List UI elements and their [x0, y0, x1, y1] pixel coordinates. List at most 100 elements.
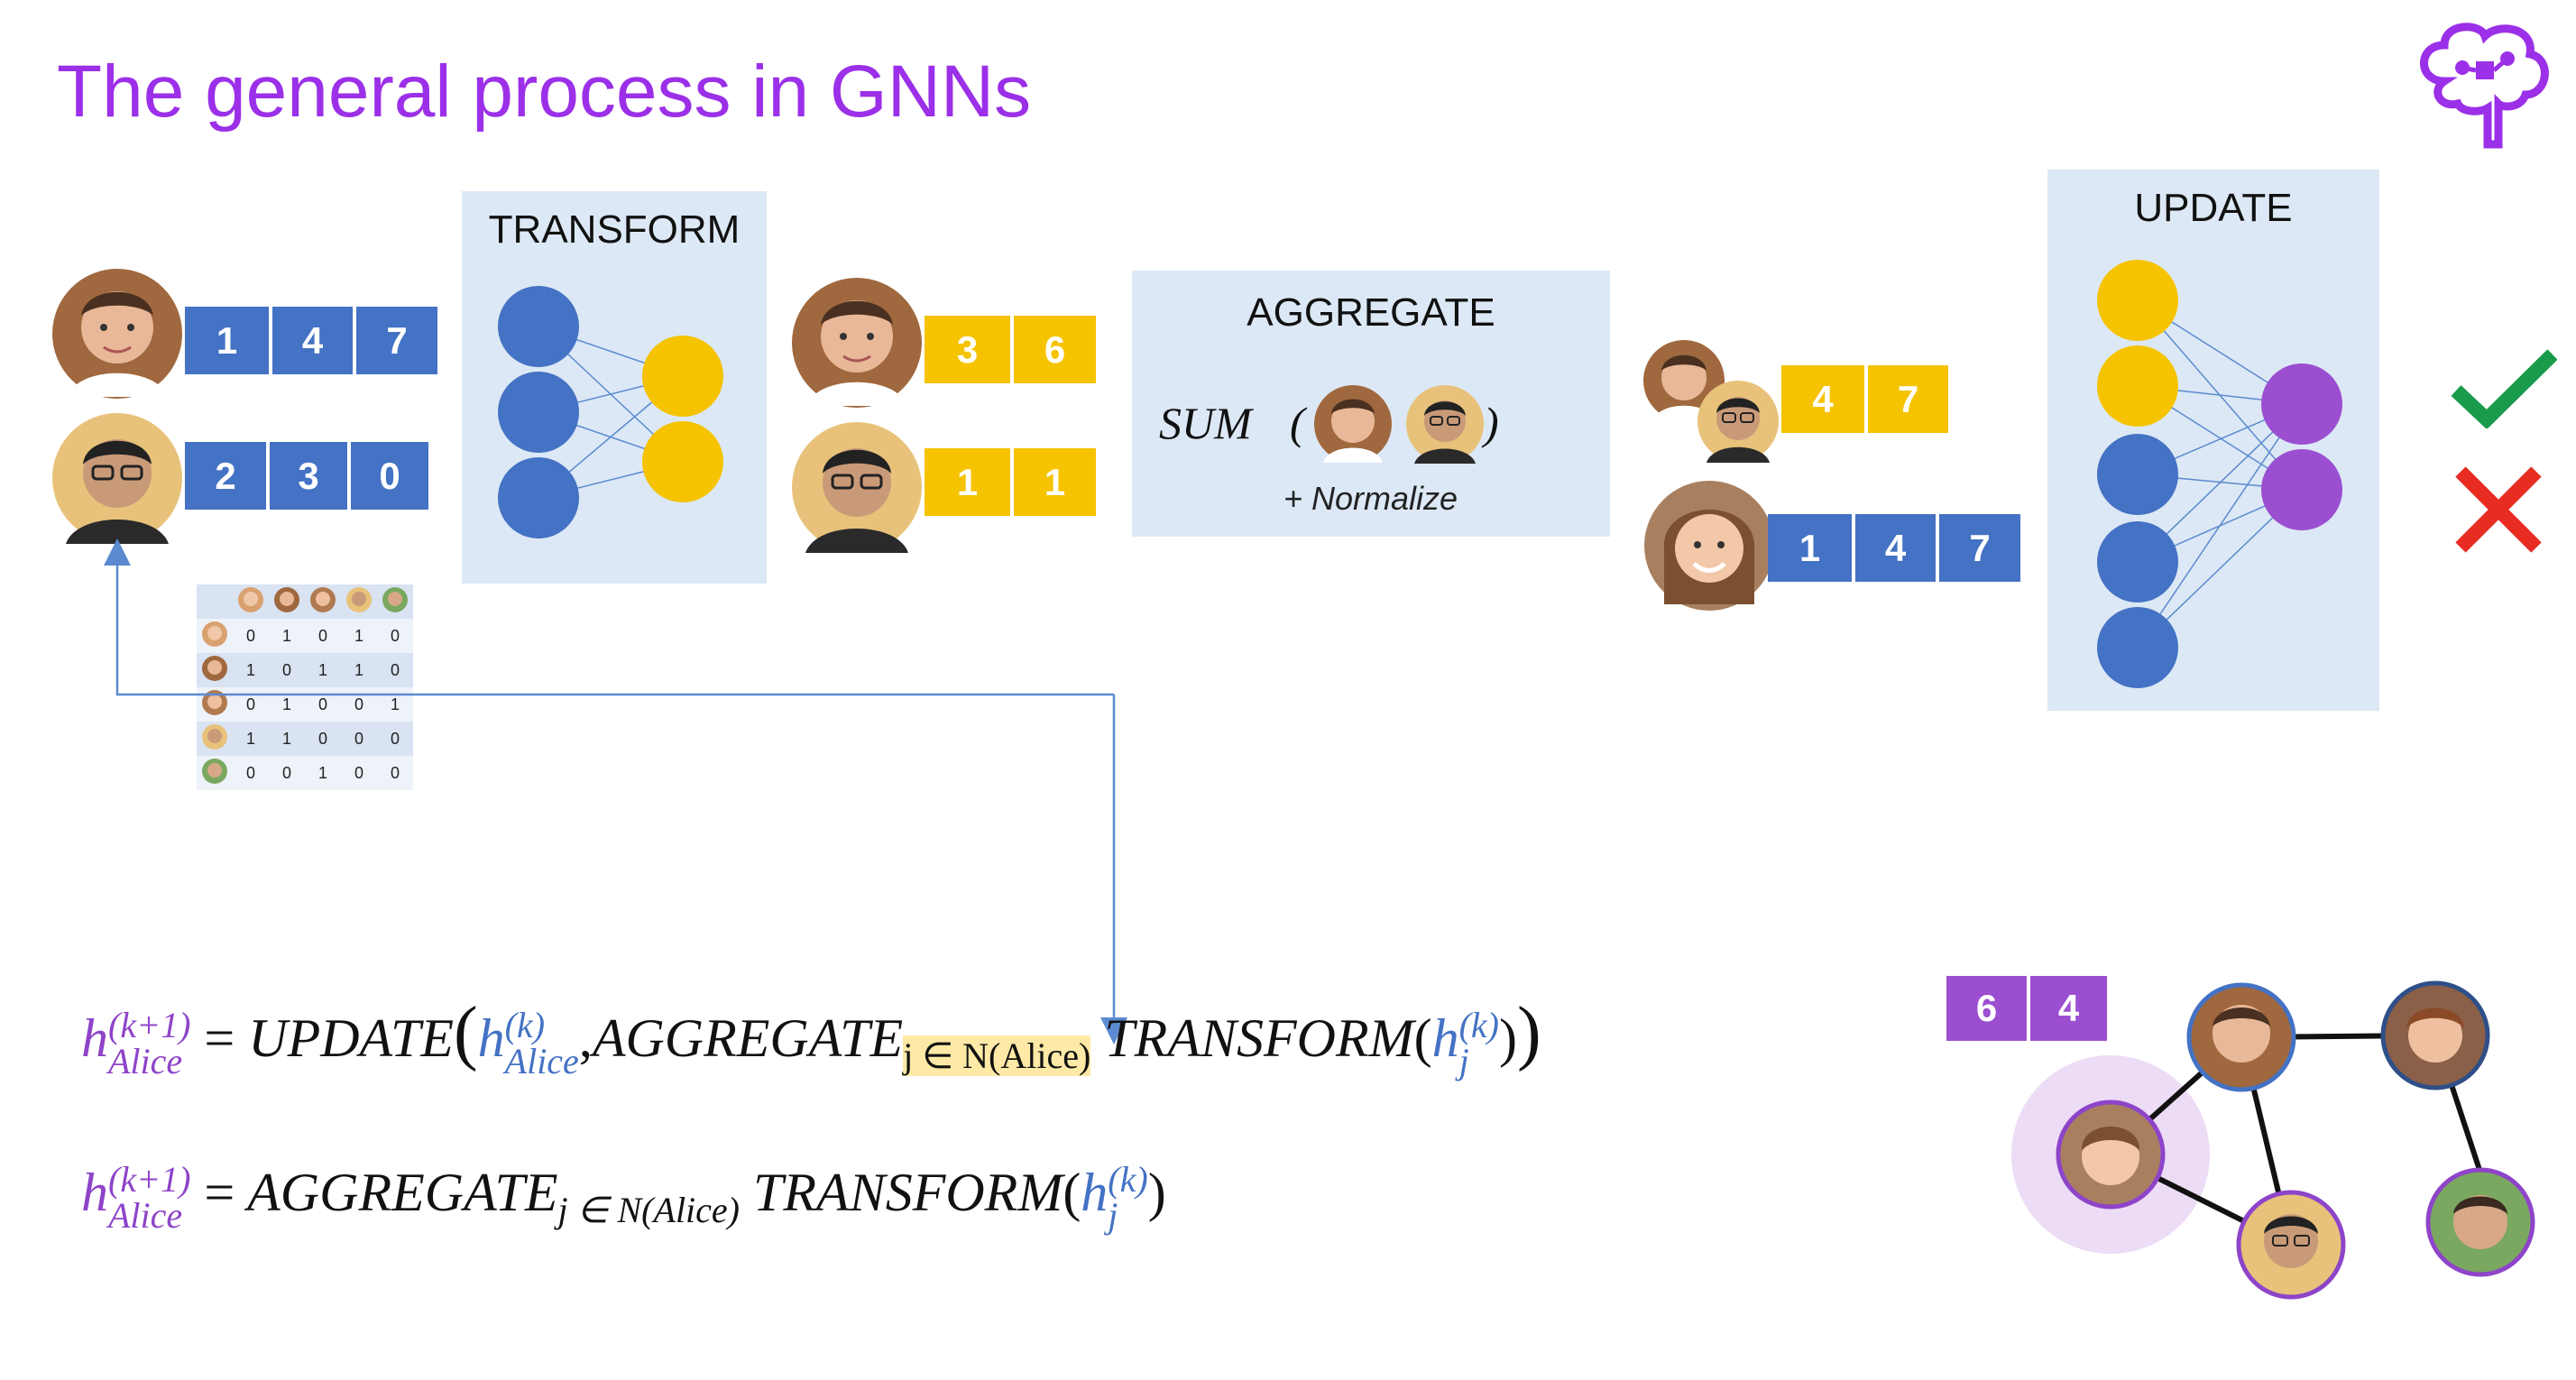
graph-node-asian-man: [2236, 1190, 2346, 1300]
eq-neighbourhood-highlight: j ∈ N(Alice): [903, 1035, 1091, 1076]
matrix-cell: 0: [377, 653, 413, 687]
matrix-cell: 0: [341, 722, 377, 756]
brain-logo-icon: [2420, 23, 2549, 149]
vector-cell: 7: [1936, 514, 2020, 582]
matrix-corner: [197, 584, 233, 619]
eq2-hj: h: [1081, 1163, 1109, 1222]
vector-cell: 1: [1768, 514, 1852, 582]
avatar-alice-mini: [238, 586, 263, 612]
matrix-cell: 0: [305, 722, 341, 756]
matrix-cell: 1: [341, 619, 377, 653]
transform-network: [498, 286, 723, 538]
transformed-vector-man: 3 6: [925, 316, 1096, 383]
eq-lhs-sup: (k+1): [108, 1005, 191, 1046]
vector-cell: 1: [1010, 448, 1096, 516]
sum-label: SUM: [1159, 398, 1252, 448]
aggregate-label: AGGREGATE: [1247, 290, 1495, 335]
avatar-alice-mini: [202, 621, 227, 647]
normalize-label: + Normalize: [1283, 480, 1458, 517]
eq2-hj-sub: j: [1108, 1195, 1118, 1237]
equation-update: h(k+1)Alice = UPDATE(h(k)Alice,AGGREGATE…: [81, 993, 1541, 1082]
vector-cell: 7: [1864, 365, 1948, 433]
vector-cell: 4: [2027, 976, 2107, 1041]
avatar-man-mini: [202, 655, 227, 681]
matrix-cell: 0: [233, 619, 269, 653]
matrix-cell: 1: [269, 722, 305, 756]
input-neuron: [498, 372, 579, 453]
eq-hj-sup: (k): [1458, 1005, 1500, 1046]
matrix-cell: 0: [269, 756, 305, 790]
aggregate-panel: AGGREGATE SUM ( ) + Normalize: [1132, 271, 1610, 537]
matrix-cell: 0: [377, 756, 413, 790]
vector-cell: 6: [1010, 316, 1096, 383]
matrix-cell: 0: [341, 756, 377, 790]
avatar-young-man-mini: [202, 758, 227, 784]
input-neuron: [2097, 434, 2178, 515]
transform-panel: TRANSFORM: [462, 191, 767, 584]
graph-network: [2011, 980, 2535, 1300]
graph-node-young-man: [2425, 1167, 2535, 1277]
output-neuron: [2261, 363, 2342, 445]
update-panel: UPDATE: [2047, 170, 2379, 711]
vector-cell: 4: [1781, 365, 1864, 433]
avatar-young-man-mini: [382, 586, 408, 612]
matrix-cell: 0: [269, 653, 305, 687]
page-title: The general process in GNNs: [57, 51, 1032, 133]
graph-result-vector: 6 4: [1946, 976, 2107, 1041]
eq2-neighbourhood: j ∈ N(Alice): [557, 1190, 740, 1230]
graph-node-man: [2186, 982, 2296, 1092]
avatar-asian-mini: [346, 586, 372, 612]
eq-hj: h: [1431, 1008, 1459, 1068]
equation-aggregate: h(k+1)Alice = AGGREGATEj ∈ N(Alice) TRAN…: [81, 1159, 1166, 1237]
avatar-asian-man: [52, 413, 182, 544]
vector-cell: 2: [185, 442, 266, 510]
matrix-cell: 0: [233, 687, 269, 722]
eq2-lhs-sup: (k+1): [108, 1159, 191, 1201]
avatar-asian-mini: [202, 723, 227, 750]
output-neuron: [642, 421, 723, 502]
vector-cell: 6: [1946, 976, 2027, 1041]
matrix-cell: 1: [269, 619, 305, 653]
avatar-woman-mini: [202, 689, 227, 715]
vector-cell: 1: [925, 448, 1010, 516]
eq-transform: TRANSFORM: [1104, 1008, 1414, 1068]
input-neuron: [2097, 607, 2178, 688]
avatar-asian-man: [792, 422, 922, 553]
open-paren: (: [1290, 398, 1305, 448]
matrix-cell: 1: [233, 653, 269, 687]
vector-cell: 0: [347, 442, 428, 510]
avatar-man-small: [1314, 385, 1392, 463]
eq2-lhs-h: h: [81, 1163, 108, 1222]
matrix-cell: 1: [269, 687, 305, 722]
matrix-cell: 0: [377, 619, 413, 653]
vector-cell: 1: [185, 307, 269, 374]
eq-equals: =: [204, 1008, 235, 1068]
cross-icon: [2455, 466, 2542, 553]
input-vector-man: 1 4 7: [185, 307, 437, 374]
aggregated-vector: 4 7: [1781, 365, 1948, 433]
eq2-equals: =: [204, 1163, 235, 1222]
transform-label: TRANSFORM: [488, 207, 741, 252]
eq2-aggregate: AGGREGATE: [247, 1163, 558, 1222]
input-neuron: [2097, 260, 2178, 341]
matrix-cell: 0: [305, 619, 341, 653]
avatar-man: [52, 269, 182, 399]
matrix-cell: 1: [377, 687, 413, 722]
avatar-woman-mini: [310, 586, 336, 612]
alice-vector: 1 4 7: [1768, 514, 2020, 582]
adjacency-matrix: 0 1 0 1 0 1 0 1 1 0 0 1 0 0 1 1 1 0 0 0 …: [197, 584, 413, 790]
vector-cell: 3: [925, 316, 1010, 383]
matrix-cell: 0: [233, 756, 269, 790]
checkmark-icon: [2451, 349, 2557, 428]
vector-cell: 4: [269, 307, 353, 374]
avatar-asian-small: [1697, 381, 1779, 463]
matrix-cell: 1: [305, 653, 341, 687]
output-neuron: [642, 336, 723, 417]
transformed-vector-asian: 1 1: [925, 448, 1096, 516]
avatar-asian-small: [1406, 385, 1484, 464]
vector-cell: 7: [353, 307, 437, 374]
input-neuron: [2097, 521, 2178, 603]
matrix-cell: 1: [233, 722, 269, 756]
input-neuron: [498, 286, 579, 367]
graph-node-woman: [2380, 980, 2490, 1090]
